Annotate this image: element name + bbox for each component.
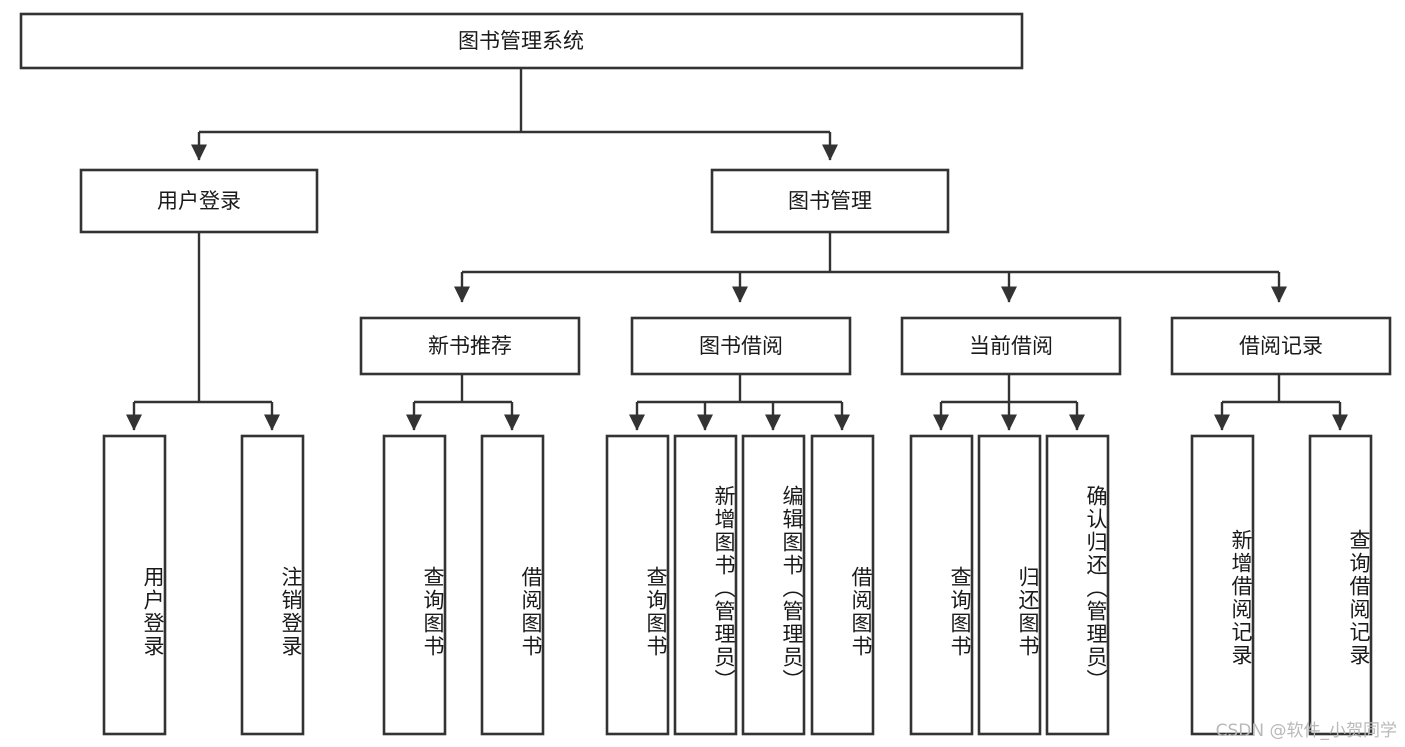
node-user-login[interactable]: 用户登录 bbox=[79, 168, 319, 234]
node-user-login-label: 用户登录 bbox=[157, 189, 241, 213]
node-new-book-recommend[interactable]: 新书推荐 bbox=[359, 316, 581, 376]
connector-book-management-group bbox=[453, 232, 1288, 303]
node-leaf-query-book-2[interactable] bbox=[605, 434, 670, 736]
connector-user-login-group bbox=[125, 232, 281, 431]
node-leaf-return-book[interactable] bbox=[977, 434, 1042, 736]
node-leaf-query-book-1[interactable] bbox=[382, 434, 447, 736]
node-leaf-user-login[interactable] bbox=[102, 434, 167, 736]
node-new-book-recommend-label: 新书推荐 bbox=[428, 334, 512, 358]
node-leaf-query-book-3[interactable] bbox=[909, 434, 974, 736]
node-current-borrow[interactable]: 当前借阅 bbox=[900, 316, 1122, 376]
connector-root-bus bbox=[190, 130, 839, 161]
node-leaf-add-record[interactable] bbox=[1190, 434, 1255, 736]
node-book-management[interactable]: 图书管理 bbox=[710, 168, 950, 234]
node-book-management-label: 图书管理 bbox=[788, 189, 872, 213]
node-book-borrow[interactable]: 图书借阅 bbox=[630, 316, 852, 376]
node-borrow-record-label: 借阅记录 bbox=[1239, 334, 1323, 358]
connector-borrow-record-group bbox=[1213, 374, 1349, 431]
node-book-borrow-label: 图书借阅 bbox=[699, 334, 783, 358]
node-leaf-confirm-return[interactable] bbox=[1045, 434, 1110, 736]
connector-new-book-recommend-group bbox=[405, 374, 521, 431]
connector-current-borrow-group bbox=[932, 374, 1086, 431]
node-root[interactable]: 图书管理系统 bbox=[19, 12, 1024, 70]
csdn-watermark: CSDN @软件_小贺同学 bbox=[1215, 721, 1397, 741]
connector-book-borrow-group bbox=[628, 374, 851, 431]
node-current-borrow-label: 当前借阅 bbox=[969, 334, 1053, 358]
node-root-label: 图书管理系统 bbox=[458, 29, 584, 53]
node-leaf-edit-book[interactable] bbox=[741, 434, 806, 736]
node-borrow-record[interactable]: 借阅记录 bbox=[1170, 316, 1392, 376]
node-leaf-query-record[interactable] bbox=[1308, 434, 1373, 736]
node-leaf-user-logout[interactable] bbox=[240, 434, 305, 736]
node-leaf-borrow-book-2[interactable] bbox=[810, 434, 875, 736]
node-leaf-borrow-book-1[interactable] bbox=[480, 434, 545, 736]
node-leaf-add-book[interactable] bbox=[673, 434, 738, 736]
